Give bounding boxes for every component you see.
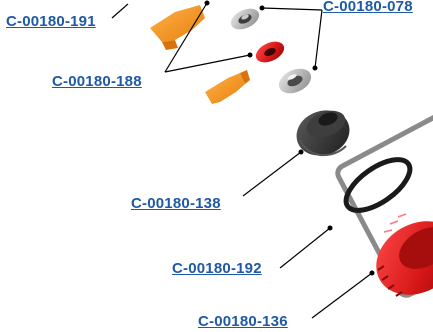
red-threaded-nut — [376, 213, 433, 297]
grey-washer-upper — [230, 8, 260, 30]
orange-wedge-part-upper — [150, 5, 205, 50]
assembly-outline-box — [335, 109, 433, 298]
leader-191 — [111, 3, 129, 19]
part-link-c-00180-191[interactable]: C-00180-191 — [6, 13, 96, 30]
leader-188-a — [164, 2, 208, 73]
leader-188-b — [164, 54, 251, 73]
part-link-c-00180-188[interactable]: C-00180-188 — [52, 73, 142, 90]
black-o-ring — [343, 157, 413, 213]
part-link-c-00180-192[interactable]: C-00180-192 — [172, 260, 262, 277]
grey-washer-lower — [278, 68, 312, 94]
part-link-c-00180-138[interactable]: C-00180-138 — [131, 195, 221, 212]
orange-wedge-part-lower — [205, 70, 250, 104]
leader-078-a — [261, 7, 323, 11]
leader-dots — [204, 0, 375, 276]
leader-lines — [111, 2, 373, 319]
leader-138 — [242, 151, 302, 197]
leader-136 — [311, 272, 373, 319]
red-washer — [255, 41, 285, 63]
part-link-c-00180-136[interactable]: C-00180-136 — [198, 313, 288, 330]
part-link-c-00180-078[interactable]: C-00180-078 — [323, 0, 413, 15]
leader-078-b — [314, 9, 323, 69]
black-grommet — [296, 110, 350, 157]
leader-192 — [279, 227, 331, 269]
